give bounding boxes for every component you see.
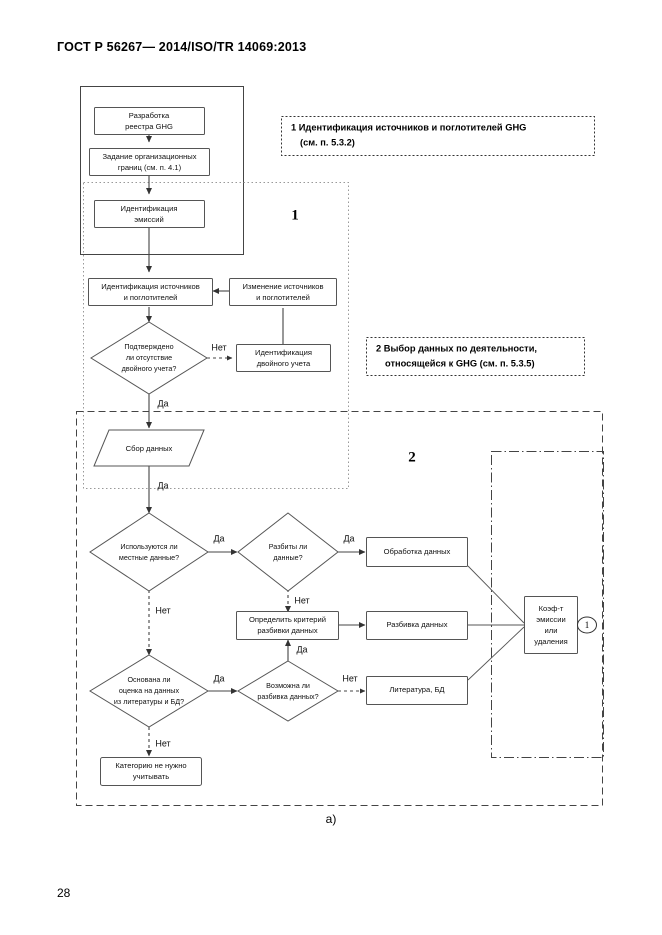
node-data-processing-line1: Обработка данных — [384, 547, 451, 556]
node-literature-based-check-line2: оценка на данных — [119, 686, 180, 695]
node-data-split-check[interactable]: Разбиты ли данные? — [237, 512, 339, 592]
node-emission-factor-line2: эмиссии — [536, 615, 565, 624]
node-emission-factor-line3: или — [545, 626, 558, 635]
node-sources-sinks-identification-line2: и поглотителей — [124, 293, 178, 302]
node-emission-identification[interactable]: Идентификация эмиссий — [94, 200, 205, 228]
edge-literaturedb-to-factor — [467, 626, 525, 681]
region-marker-1: 1 — [291, 207, 299, 223]
page-number: 28 — [57, 886, 71, 900]
edge-label-data-split-yes: Да — [343, 533, 354, 543]
node-data-collection[interactable]: Сбор данных — [93, 429, 205, 467]
node-double-count-check-line1: Подтверждено — [124, 342, 173, 351]
region-outline-output — [491, 451, 604, 758]
edge-label-local-data-no: Нет — [155, 605, 170, 615]
node-split-possible-check-line1: Возможна ли — [266, 681, 310, 690]
edge-label-double-count-yes: Да — [157, 398, 168, 408]
node-local-data-check-line1: Используются ли — [120, 542, 177, 551]
node-category-not-needed-line2: учитывать — [133, 772, 169, 781]
edge-label-collection-yes: Да — [157, 480, 168, 490]
region-marker-2: 2 — [408, 449, 416, 465]
node-sources-sinks-change-line2: и поглотителей — [256, 293, 310, 302]
node-literature-db-line1: Литература, БД — [389, 685, 444, 694]
legend-2-line1: 2 Выбор данных по деятельности, — [376, 343, 537, 353]
document-header: ГОСТ Р 56267— 2014/ISO/TR 14069:2013 — [57, 40, 307, 54]
node-sources-sinks-identification[interactable]: Идентификация источников и поглотителей — [88, 278, 213, 306]
figure-caption: а) — [325, 812, 337, 826]
node-sources-sinks-change-line1: Изменение источников — [242, 282, 323, 291]
node-split-criteria-line1: Определить критерий — [249, 615, 326, 624]
legend-1-line1: 1 Идентификация источников и поглотителе… — [291, 122, 526, 132]
node-split-criteria[interactable]: Определить критерий разбивки данных — [236, 611, 339, 640]
edge-processing-to-factor — [467, 565, 525, 624]
connector-out-ref-1[interactable]: 1 — [577, 616, 597, 634]
legend-box-1 — [281, 116, 595, 156]
node-local-data-check[interactable]: Используются ли местные данные? — [89, 512, 209, 592]
edge-label-data-split-no: Нет — [294, 595, 309, 605]
node-organizational-boundaries-line2: границ (см. п. 4.1) — [118, 163, 182, 172]
node-emission-factor[interactable]: Коэф-т эмиссии или удаления — [524, 596, 578, 654]
node-data-splitting[interactable]: Разбивка данных — [366, 611, 468, 640]
edge-label-split-possible-yes: Да — [296, 644, 307, 654]
node-split-possible-check-line2: разбивка данных? — [257, 692, 318, 701]
node-sources-sinks-change[interactable]: Изменение источников и поглотителей — [229, 278, 337, 306]
node-literature-based-check[interactable]: Основана ли оценка на данных из литерату… — [89, 654, 209, 728]
connector-out-ref-1-label: 1 — [585, 620, 590, 630]
node-literature-based-check-line3: из литературы и БД? — [114, 697, 184, 706]
node-organizational-boundaries[interactable]: Задание организационных границ (см. п. 4… — [89, 148, 210, 176]
node-local-data-check-line2: местные данные? — [119, 553, 179, 562]
node-category-not-needed-line1: Категорию не нужно — [115, 761, 186, 770]
node-emission-factor-line1: Коэф-т — [539, 604, 564, 613]
node-split-possible-check[interactable]: Возможна ли разбивка данных? — [237, 660, 339, 722]
node-emission-identification-line2: эмиссий — [134, 215, 163, 224]
node-registry-development-line1: Разработка — [129, 111, 170, 120]
node-double-count-check-line2: ли отсутствие — [126, 353, 172, 362]
region-outline-solid-top — [80, 86, 244, 255]
node-data-splitting-line1: Разбивка данных — [386, 620, 447, 629]
region-outline-1 — [83, 182, 349, 489]
edge-label-literature-no: Нет — [155, 738, 170, 748]
node-registry-development-line2: реестра GHG — [125, 122, 173, 131]
node-double-count-identification-line1: Идентификация — [255, 348, 312, 357]
node-emission-identification-line1: Идентификация — [121, 204, 178, 213]
node-data-processing[interactable]: Обработка данных — [366, 537, 468, 567]
node-organizational-boundaries-line1: Задание организационных — [102, 152, 196, 161]
legend-2-line2: относящейся к GHG (см. п. 5.3.5) — [385, 358, 535, 368]
node-literature-based-check-line1: Основана ли — [127, 675, 170, 684]
edge-label-literature-yes: Да — [213, 673, 224, 683]
region-outline-2 — [76, 411, 603, 806]
node-double-count-identification-line2: двойного учета — [257, 359, 311, 368]
node-category-not-needed[interactable]: Категорию не нужно учитывать — [100, 757, 202, 786]
node-data-split-check-line1: Разбиты ли — [269, 542, 307, 551]
edge-label-double-count-no: Нет — [211, 342, 226, 352]
node-data-collection-line1: Сбор данных — [126, 444, 173, 453]
node-sources-sinks-identification-line1: Идентификация источников — [101, 282, 200, 291]
node-double-count-check-line3: двойного учета? — [122, 364, 177, 373]
legend-box-2 — [366, 337, 585, 376]
node-split-criteria-line2: разбивки данных — [257, 626, 318, 635]
node-emission-factor-line4: удаления — [534, 637, 567, 646]
legend-1-line2: (см. п. 5.3.2) — [300, 137, 355, 147]
node-literature-db[interactable]: Литература, БД — [366, 676, 468, 705]
node-double-count-identification[interactable]: Идентификация двойного учета — [236, 344, 331, 372]
node-double-count-check[interactable]: Подтверждено ли отсутствие двойного учет… — [90, 321, 208, 395]
edge-label-split-possible-no: Нет — [342, 673, 357, 683]
node-data-split-check-line2: данные? — [273, 553, 302, 562]
node-registry-development[interactable]: Разработка реестра GHG — [94, 107, 205, 135]
edge-label-local-data-yes: Да — [213, 533, 224, 543]
